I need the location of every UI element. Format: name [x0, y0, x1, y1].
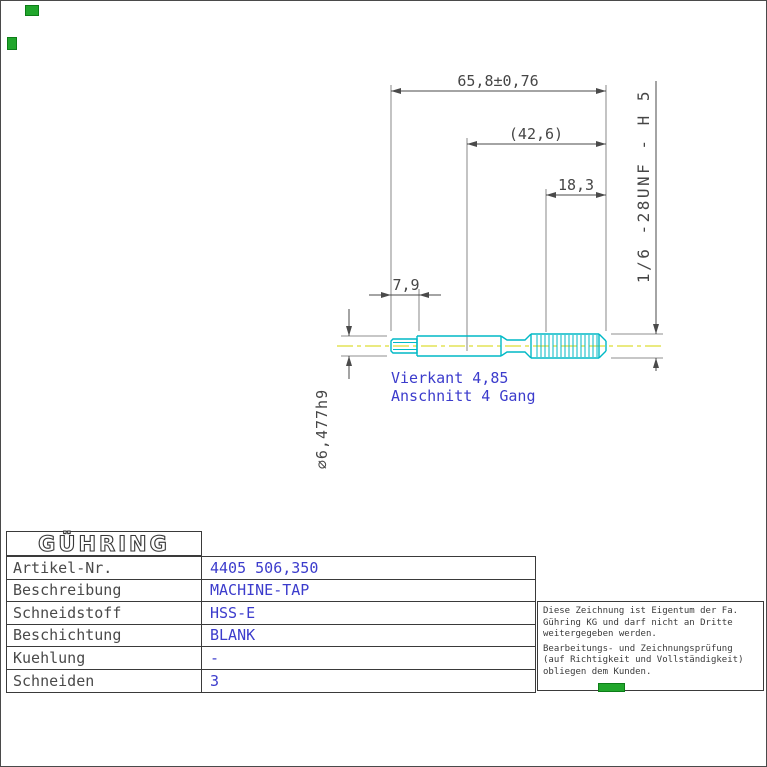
row-label-artikel-nr: Artikel-Nr.	[7, 557, 202, 579]
row-value-schneidstoff: HSS-E	[210, 603, 256, 622]
table-row: Kuehlung -	[7, 647, 535, 670]
annotations: Vierkant 4,85 Anschnitt 4 Gang	[391, 369, 536, 405]
table-row: Artikel-Nr. 4405 506,350	[7, 557, 535, 580]
dim-shank-diameter-label: ⌀6,477h9	[313, 389, 331, 469]
dim-overall-label: 65,8±0,76	[457, 72, 538, 90]
row-value-artikel-nr: 4405 506,350	[210, 558, 319, 577]
annotation-vierkant: Vierkant 4,85	[391, 369, 508, 387]
dim-reference-label: (42,6)	[509, 125, 563, 143]
row-label-schneidstoff: Schneidstoff	[7, 602, 202, 624]
note-line: Diese Zeichnung ist Eigentum der Fa.	[543, 606, 739, 616]
table-row: Beschichtung BLANK	[7, 624, 535, 647]
dimension-reference-length: (42,6)	[467, 125, 606, 147]
row-value-beschreibung: MACHINE-TAP	[210, 581, 310, 600]
note-line: obliegen dem Kunden.	[543, 666, 652, 677]
dim-thread-spec-label: 1/6 -28UNF - H 5	[634, 89, 653, 283]
row-value-beschichtung: BLANK	[210, 626, 256, 645]
table-row: Beschreibung MACHINE-TAP	[7, 579, 535, 602]
dimension-overall-length: 65,8±0,76	[391, 72, 606, 94]
row-label-kuehlung: Kuehlung	[7, 647, 202, 669]
green-marker-icon	[25, 5, 39, 16]
logo-box: GÜHRING	[6, 531, 202, 556]
table-row: Schneiden 3	[7, 669, 535, 692]
thread-hatch	[536, 335, 598, 357]
annotation-anschnitt: Anschnitt 4 Gang	[391, 387, 536, 405]
row-label-beschichtung: Beschichtung	[7, 624, 202, 646]
title-block-table: Artikel-Nr. 4405 506,350 Beschreibung MA…	[6, 556, 536, 693]
tap-part	[390, 333, 607, 359]
green-marker-icon	[7, 37, 17, 50]
extension-lines	[341, 85, 663, 359]
dimension-square-length: 7,9	[369, 276, 441, 298]
note-line: weitergegeben werden.	[543, 629, 657, 639]
row-label-schneiden: Schneiden	[7, 669, 202, 692]
ownership-note: Diese Zeichnung ist Eigentum der Fa. Güh…	[537, 601, 764, 691]
row-label-beschreibung: Beschreibung	[7, 579, 202, 601]
table-row: Schneidstoff HSS-E	[7, 602, 535, 625]
dimension-shank-diameter: ⌀6,477h9	[313, 309, 352, 469]
dim-square-length-label: 7,9	[392, 276, 419, 294]
green-marker-icon	[598, 683, 625, 692]
note-line: Gühring KG und darf nicht an Dritte	[543, 617, 733, 628]
dimension-thread-spec: 1/6 -28UNF - H 5	[634, 81, 659, 371]
dimension-thread-length: 18,3	[546, 176, 606, 198]
row-value-schneiden: 3	[210, 671, 220, 690]
row-value-kuehlung: -	[210, 648, 220, 667]
dim-thread-length-label: 18,3	[558, 176, 594, 194]
guehring-logo: GÜHRING	[38, 531, 170, 556]
note-line: Bearbeitungs- und Zeichnungsprüfung	[543, 643, 733, 654]
note-line: (auf Richtigkeit und Vollständigkeit)	[543, 655, 744, 665]
